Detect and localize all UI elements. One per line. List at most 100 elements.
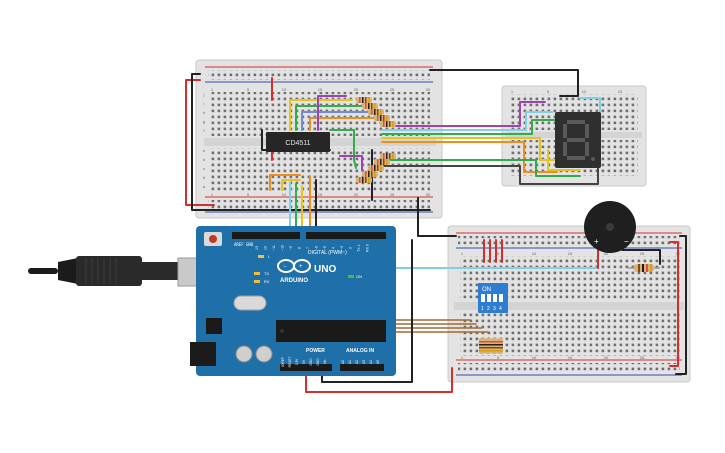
usb-chip (206, 318, 222, 334)
column-number: 15 (568, 251, 573, 256)
gnd-pin-label: GND (246, 242, 254, 247)
row-letter: e (203, 148, 206, 153)
column-number: 5 (247, 87, 250, 92)
analog-label: ANALOG IN (346, 348, 374, 354)
digital-pin-label: 2 (349, 247, 353, 249)
digital-pin-label: 12 (264, 246, 268, 250)
resistor (362, 171, 378, 177)
resistor (479, 338, 485, 354)
column-number: 10 (282, 87, 287, 92)
dip-num-1: 1 (481, 306, 484, 312)
column-number: 1 (211, 87, 214, 92)
analog-pin-label: A3 (362, 360, 366, 364)
power-pin-label: Vin (323, 360, 327, 365)
resistors (356, 97, 396, 183)
resistor (356, 177, 372, 183)
column-number: 25 (640, 355, 645, 360)
digital-pin-label: 13 (255, 246, 259, 250)
digital-pin-label: ~6 (315, 246, 319, 250)
column-number: 10 (582, 89, 587, 94)
power-pin-label: 5V (302, 359, 306, 364)
power-jack[interactable] (190, 342, 216, 366)
column-number: 20 (604, 355, 609, 360)
capacitor-1 (235, 345, 253, 363)
column-number: 25 (390, 87, 395, 92)
column-number: 15 (618, 89, 623, 94)
resistor (491, 338, 497, 354)
dip-on-label: ON (482, 287, 491, 293)
power-pin-label: IOREF (281, 357, 285, 367)
column-number: 1 (511, 89, 514, 94)
usb-cable (28, 256, 201, 287)
reset-button[interactable] (204, 232, 222, 246)
column-number: 10 (282, 192, 287, 197)
resistor (380, 121, 396, 127)
digital-pin-label: 4 (332, 247, 336, 249)
row-letter: c (203, 166, 205, 171)
buzzer-minus-label: − (624, 237, 629, 246)
column-number: 5 (497, 355, 500, 360)
dip-num-3: 3 (493, 306, 496, 312)
digital-label: DIGITAL (PWM~) (308, 250, 347, 256)
digital-pin-label: RX 0 (366, 244, 370, 252)
l-led (258, 255, 264, 258)
resistor (485, 338, 491, 354)
analog-pin-label: A2 (355, 360, 359, 364)
rx-led-label: RX (264, 279, 270, 284)
row-letter: a (203, 184, 206, 189)
digital-pin-label: ~9 (289, 246, 293, 250)
aref-pin-label: AREF (234, 242, 244, 247)
seven-segment-display[interactable] (555, 112, 601, 168)
resistor (497, 338, 503, 354)
column-number: 15 (318, 87, 323, 92)
column-number: 1 (211, 192, 214, 197)
column-number: 15 (568, 355, 573, 360)
column-number: 30 (426, 87, 431, 92)
digital-pin-label: ~5 (323, 246, 327, 250)
analog-pin-label: A1 (348, 360, 352, 364)
svg-text:+: + (299, 264, 303, 270)
digital-pin-label: 8 (298, 247, 302, 249)
column-number: 15 (318, 192, 323, 197)
column-number: 25 (640, 251, 645, 256)
column-number: 25 (390, 192, 395, 197)
arduino-logo: − + (277, 259, 311, 273)
resistor (368, 165, 384, 171)
power-label: POWER (306, 348, 325, 354)
dip-num-4: 4 (499, 306, 502, 312)
column-number: 20 (354, 87, 359, 92)
resistor (380, 153, 396, 159)
dip-num-2: 2 (487, 306, 490, 312)
row-letter: g (203, 119, 205, 124)
row-letter: h (203, 110, 205, 115)
cd4511-chip[interactable]: CD4511 (266, 132, 330, 152)
on-led (348, 275, 354, 278)
rx-led (254, 280, 260, 283)
row-letter: j (203, 92, 205, 97)
column-number: 20 (604, 251, 609, 256)
power-pin-label: 3.3V (295, 358, 299, 365)
column-number: 30 (426, 192, 431, 197)
power-pin-label: GND (309, 358, 313, 366)
power-pin-label: GND (316, 358, 320, 366)
column-number: 5 (497, 251, 500, 256)
resistor (368, 109, 384, 115)
row-letter: f (203, 128, 205, 133)
on-led-label: ON (356, 274, 362, 279)
resistor (374, 115, 390, 121)
arduino-logo-text: ARDUINO (280, 278, 308, 284)
column-number: 5 (247, 192, 250, 197)
buzzer-resistor (628, 264, 660, 272)
dip-switch[interactable]: ON 1 2 3 4 (478, 283, 508, 313)
column-number: 20 (354, 192, 359, 197)
piezo-buzzer[interactable]: + − (584, 201, 636, 253)
resistor (374, 159, 390, 165)
